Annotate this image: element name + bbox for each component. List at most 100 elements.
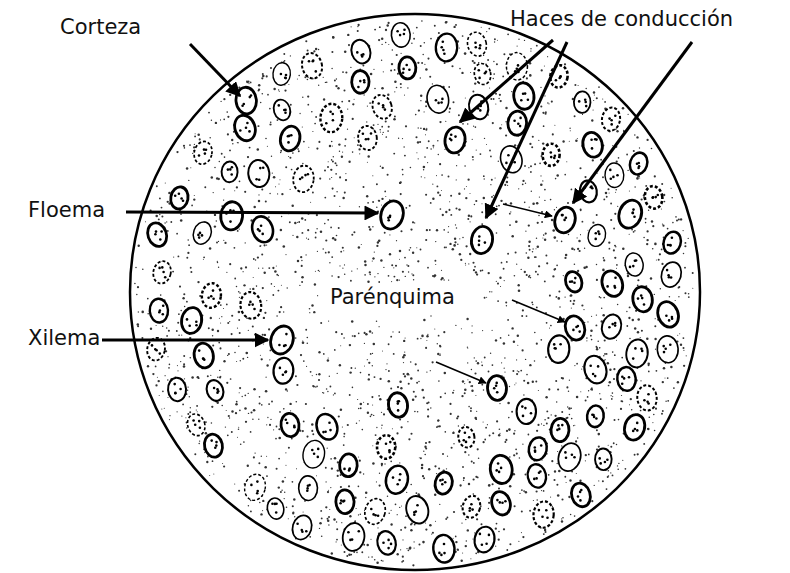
stipple-dot bbox=[413, 38, 415, 40]
stipple-dot bbox=[337, 276, 339, 278]
stipple-dot bbox=[238, 291, 240, 293]
stipple-dot bbox=[307, 50, 309, 52]
stipple-dot bbox=[484, 357, 486, 359]
stipple-dot bbox=[312, 433, 314, 435]
stipple-dot bbox=[478, 458, 480, 460]
stipple-dot bbox=[452, 248, 455, 251]
stipple-dot bbox=[542, 180, 543, 181]
stipple-dot bbox=[427, 415, 429, 417]
stipple-dot bbox=[155, 215, 158, 218]
stipple-dot bbox=[634, 186, 636, 188]
stipple-dot bbox=[169, 419, 170, 420]
stipple-dot bbox=[596, 314, 597, 315]
stipple-dot bbox=[524, 271, 526, 273]
stipple-dot bbox=[568, 407, 570, 409]
stipple-dot bbox=[374, 88, 376, 90]
stipple-dot bbox=[561, 520, 563, 522]
stipple-dot bbox=[173, 257, 174, 258]
stipple-dot bbox=[152, 373, 154, 375]
stipple-dot bbox=[509, 386, 510, 387]
stipple-dot bbox=[316, 214, 318, 216]
stipple-dot bbox=[157, 380, 159, 382]
stipple-dot bbox=[162, 391, 164, 393]
stipple-dot bbox=[487, 59, 489, 61]
stipple-dot bbox=[225, 426, 226, 427]
stipple-dot bbox=[238, 311, 241, 314]
stipple-dot bbox=[135, 267, 137, 269]
stipple-dot bbox=[356, 508, 357, 509]
stipple-dot bbox=[529, 74, 532, 77]
stipple-dot bbox=[465, 545, 467, 547]
stipple-dot bbox=[561, 518, 562, 519]
stipple-dot bbox=[506, 261, 508, 263]
stipple-dot bbox=[399, 380, 401, 382]
stipple-dot bbox=[273, 429, 274, 430]
stipple-dot bbox=[602, 98, 603, 99]
stipple-dot bbox=[545, 233, 547, 235]
stipple-dot bbox=[236, 286, 238, 288]
stipple-dot bbox=[384, 191, 386, 193]
stipple-dot bbox=[420, 338, 421, 339]
stipple-dot bbox=[329, 376, 330, 377]
stipple-dot bbox=[424, 454, 426, 456]
stipple-dot bbox=[290, 55, 291, 56]
stipple-dot bbox=[388, 343, 390, 345]
stipple-dot bbox=[530, 50, 531, 51]
stipple-dot bbox=[388, 370, 390, 372]
stipple-dot bbox=[427, 267, 429, 269]
stipple-dot bbox=[288, 84, 289, 85]
stipple-dot bbox=[409, 205, 411, 207]
stipple-dot bbox=[358, 148, 360, 150]
stipple-dot bbox=[336, 78, 337, 79]
stipple-dot bbox=[336, 539, 338, 541]
stipple-dot bbox=[408, 383, 410, 385]
stipple-dot bbox=[567, 406, 568, 407]
stipple-dot bbox=[391, 264, 393, 266]
stipple-dot bbox=[187, 239, 189, 241]
stipple-dot bbox=[659, 253, 661, 255]
stipple-dot bbox=[400, 549, 401, 550]
stipple-dot bbox=[453, 511, 455, 513]
stipple-dot bbox=[501, 262, 503, 264]
stipple-dot bbox=[526, 77, 528, 79]
stipple-dot bbox=[440, 279, 442, 281]
stipple-dot bbox=[322, 392, 323, 393]
stipple-dot bbox=[265, 377, 266, 378]
stipple-dot bbox=[262, 268, 263, 269]
stipple-dot bbox=[396, 54, 398, 56]
stipple-dot bbox=[481, 203, 482, 204]
stipple-dot bbox=[441, 277, 444, 280]
stipple-dot bbox=[473, 269, 475, 271]
stipple-dot bbox=[381, 427, 382, 428]
stipple-dot bbox=[385, 196, 386, 197]
stipple-dot bbox=[349, 515, 351, 517]
stipple-dot bbox=[468, 454, 470, 456]
stipple-dot bbox=[226, 111, 228, 113]
stipple-dot bbox=[523, 490, 525, 492]
stipple-dot bbox=[574, 365, 575, 366]
stipple-dot bbox=[626, 154, 628, 156]
stipple-dot bbox=[326, 81, 328, 83]
stipple-dot bbox=[196, 405, 198, 407]
stipple-dot bbox=[177, 365, 178, 366]
stipple-dot bbox=[545, 255, 547, 257]
stipple-dot bbox=[556, 207, 557, 208]
stipple-dot bbox=[626, 325, 628, 327]
stipple-dot bbox=[248, 393, 249, 394]
stipple-dot bbox=[329, 262, 330, 263]
stipple-dot bbox=[654, 338, 656, 340]
stipple-dot bbox=[493, 78, 494, 79]
stipple-dot bbox=[498, 531, 500, 533]
stipple-dot bbox=[356, 422, 357, 423]
stipple-dot bbox=[454, 241, 456, 243]
stipple-dot bbox=[426, 402, 428, 404]
stipple-dot bbox=[223, 465, 225, 467]
stipple-dot bbox=[513, 433, 515, 435]
stipple-dot bbox=[671, 197, 673, 199]
stipple-dot bbox=[318, 141, 320, 143]
stipple-dot bbox=[303, 141, 305, 143]
stipple-dot bbox=[347, 34, 349, 36]
stipple-dot bbox=[543, 425, 544, 426]
stipple-dot bbox=[193, 198, 195, 200]
stipple-dot bbox=[284, 477, 285, 478]
